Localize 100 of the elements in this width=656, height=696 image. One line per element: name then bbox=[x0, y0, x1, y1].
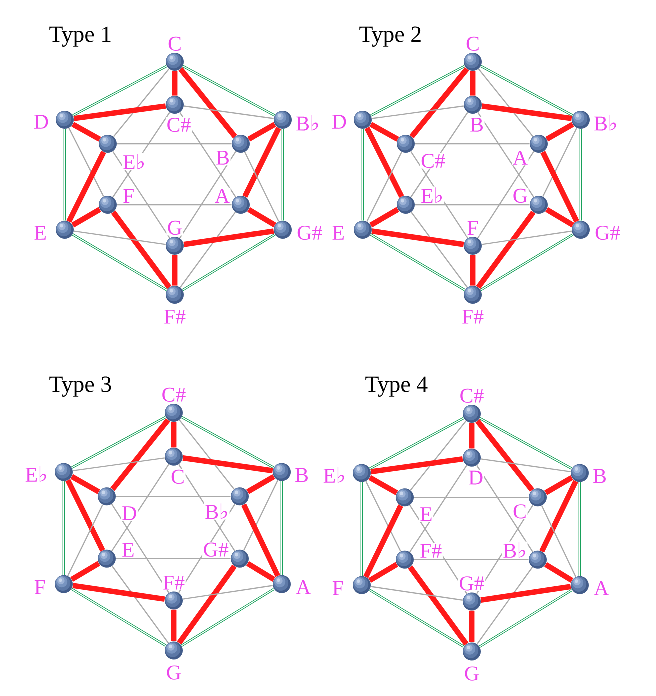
sphere bbox=[530, 135, 548, 153]
edge-line bbox=[478, 68, 534, 138]
edge-line bbox=[476, 465, 534, 553]
edge-line bbox=[370, 207, 400, 228]
sphere bbox=[463, 642, 481, 661]
double-line-edge bbox=[362, 128, 364, 222]
edge-line bbox=[242, 127, 282, 198]
double-line-edge bbox=[62, 480, 66, 576]
edge-line bbox=[172, 255, 178, 286]
double-line-edge bbox=[72, 65, 168, 117]
sphere bbox=[397, 196, 415, 214]
edge-line bbox=[482, 104, 572, 122]
edge-line bbox=[242, 504, 280, 578]
edge-line bbox=[117, 204, 232, 206]
sphere bbox=[165, 404, 183, 422]
edge-line bbox=[410, 67, 470, 139]
edge-line bbox=[182, 456, 274, 474]
sphere bbox=[572, 221, 590, 239]
edge-line bbox=[476, 420, 534, 492]
sphere bbox=[55, 575, 73, 594]
edge-line bbox=[112, 151, 170, 239]
panel-title: Type 3 bbox=[50, 376, 112, 397]
edge-line bbox=[541, 506, 577, 578]
edge-line bbox=[68, 504, 104, 576]
sphere bbox=[166, 96, 184, 114]
edge-line bbox=[74, 230, 166, 246]
note-label: G# bbox=[594, 225, 622, 241]
sphere bbox=[353, 464, 371, 482]
note-label: E♭ bbox=[24, 466, 49, 483]
double-line-edge bbox=[369, 589, 465, 648]
sphere bbox=[232, 135, 250, 153]
sphere bbox=[571, 464, 589, 482]
note-label: F bbox=[466, 220, 480, 236]
sphere bbox=[232, 196, 250, 214]
sphere bbox=[231, 550, 249, 568]
edge-line bbox=[70, 474, 100, 494]
edge-line bbox=[476, 567, 534, 645]
note-label: E♭ bbox=[420, 186, 445, 204]
sphere bbox=[463, 592, 481, 611]
edge-line bbox=[546, 122, 574, 142]
double-line-edge bbox=[64, 128, 66, 222]
note-label: A bbox=[214, 188, 231, 204]
sphere bbox=[463, 448, 481, 467]
sphere bbox=[464, 237, 482, 255]
edge-line bbox=[177, 564, 237, 645]
edge-line bbox=[180, 212, 236, 288]
sphere bbox=[530, 196, 548, 214]
double-line-edge bbox=[580, 128, 582, 222]
note-label: F bbox=[34, 580, 47, 596]
edge-line bbox=[368, 475, 398, 496]
edge-line bbox=[481, 458, 571, 472]
note-label: G bbox=[166, 664, 182, 681]
note-label: B bbox=[294, 468, 310, 483]
edge-line bbox=[184, 228, 274, 248]
edge-line bbox=[111, 210, 172, 290]
edge-line bbox=[70, 561, 100, 582]
edge-line bbox=[470, 71, 476, 96]
double-line-edge bbox=[480, 234, 574, 292]
edge-line bbox=[469, 423, 475, 449]
sphere bbox=[572, 111, 590, 129]
edge-line bbox=[171, 422, 177, 448]
sphere bbox=[99, 196, 117, 214]
double-line-edge bbox=[370, 417, 464, 470]
double-line-edge bbox=[181, 588, 275, 647]
edge-line bbox=[469, 610, 475, 642]
sphere bbox=[464, 96, 482, 114]
sphere bbox=[56, 221, 74, 239]
edge-line bbox=[66, 151, 106, 223]
edge-line bbox=[364, 126, 404, 198]
panel-title: Type 4 bbox=[366, 376, 428, 397]
note-label: B♭ bbox=[593, 114, 619, 132]
edge-line bbox=[68, 128, 104, 198]
note-label: C bbox=[167, 36, 183, 52]
double-line-edge bbox=[182, 234, 276, 292]
edge-line bbox=[113, 68, 170, 138]
sphere bbox=[165, 592, 183, 610]
note-label: A bbox=[512, 150, 529, 166]
double-line-edge bbox=[479, 589, 573, 648]
double-line-edge bbox=[182, 416, 275, 469]
edge-line bbox=[112, 464, 170, 552]
edge-line bbox=[542, 128, 578, 198]
sphere bbox=[464, 53, 482, 71]
edge-line bbox=[116, 496, 231, 498]
note-label: B♭ bbox=[502, 542, 528, 559]
edge-line bbox=[544, 476, 574, 496]
sphere bbox=[529, 550, 547, 569]
sphere bbox=[56, 111, 74, 129]
sphere bbox=[166, 237, 184, 255]
note-label: C# bbox=[458, 388, 486, 404]
double-line-edge bbox=[360, 482, 364, 577]
double-line-edge bbox=[370, 65, 466, 117]
sphere bbox=[396, 550, 414, 569]
edge-line bbox=[372, 228, 464, 248]
edge-line bbox=[371, 586, 463, 601]
edge-line bbox=[546, 207, 574, 228]
note-label: B bbox=[215, 150, 231, 166]
edge-line bbox=[415, 204, 530, 206]
sphere bbox=[274, 221, 292, 239]
note-label: C bbox=[170, 469, 186, 485]
edge-line bbox=[364, 504, 404, 578]
